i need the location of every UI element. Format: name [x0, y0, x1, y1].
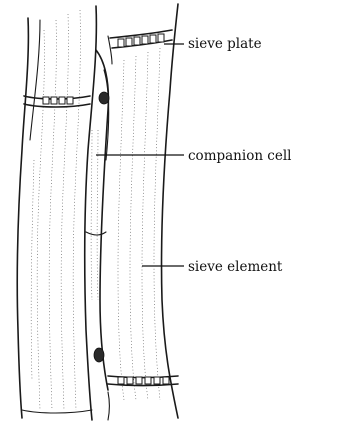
label-sieve-element: sieve element: [188, 259, 283, 275]
label-companion-cell: companion cell: [188, 148, 292, 164]
nucleus-upper: [99, 92, 109, 104]
label-sieve-plate: sieve plate: [188, 36, 262, 52]
companion-cell: [86, 50, 109, 390]
right-cell: [108, 4, 178, 420]
nucleus-lower: [94, 348, 104, 362]
left-cell: [17, 6, 96, 420]
